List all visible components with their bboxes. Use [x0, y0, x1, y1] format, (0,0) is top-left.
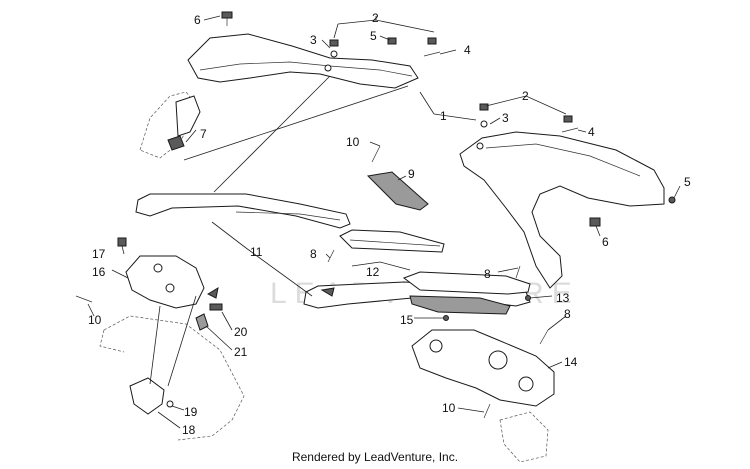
footer-credit: Rendered by LeadVenture, Inc. [291, 450, 459, 464]
fasteners [75, 11, 676, 419]
callout-4: 4 [464, 43, 471, 57]
callout-21: 21 [234, 345, 248, 359]
arrow-marker-icon [320, 287, 335, 297]
washer-icon [330, 50, 338, 58]
frame-outline-end [99, 329, 125, 353]
screw-icon [221, 11, 233, 19]
frame-section [499, 411, 549, 463]
callout-10: 10 [442, 401, 456, 415]
grommet-icon [324, 64, 332, 72]
callout-5: 5 [684, 175, 691, 189]
strap [366, 171, 429, 211]
callout-5: 5 [370, 29, 377, 43]
callout-8: 8 [484, 267, 491, 281]
callout-7: 7 [200, 127, 207, 141]
callout-3: 3 [310, 33, 317, 47]
callout-6: 6 [602, 235, 609, 249]
bolt-icon [209, 303, 223, 311]
left-frame-bracket [139, 91, 201, 159]
arrow-marker-icon [206, 286, 219, 299]
screw-icon [668, 196, 676, 204]
screw-icon [525, 295, 531, 301]
callout-12: 12 [366, 265, 380, 279]
callout-16: 16 [92, 265, 106, 279]
callout-1: 1 [440, 109, 447, 123]
screw-icon [563, 115, 573, 123]
callout-8: 8 [310, 247, 317, 261]
cable-tie-icon [483, 403, 491, 419]
callout-19: 19 [184, 405, 198, 419]
clip-icon [195, 313, 209, 331]
nut-icon [167, 135, 185, 151]
middle-guide [339, 229, 445, 253]
leader-lines [87, 15, 681, 429]
left-side-rail [135, 193, 351, 229]
nut-icon [166, 400, 174, 408]
cable-tie-icon [539, 329, 549, 345]
frame-outline [103, 315, 245, 441]
callout-4: 4 [588, 125, 595, 139]
bolt-icon [117, 237, 127, 247]
lower-plate [129, 377, 165, 415]
callout-20: 20 [234, 325, 248, 339]
callout-10: 10 [88, 313, 102, 327]
screw-icon [479, 103, 489, 111]
callout-9: 9 [408, 167, 415, 181]
bolt-icon [589, 217, 601, 227]
callout-18: 18 [182, 423, 196, 437]
callouts: 6 2 3 5 4 7 1 2 3 4 10 9 5 6 11 8 12 17 … [88, 11, 691, 437]
washer-icon [480, 120, 488, 128]
left-upper-panel [187, 33, 419, 89]
cable-tie-icon [515, 265, 521, 279]
callout-15: 15 [400, 313, 414, 327]
callout-6: 6 [194, 13, 201, 27]
right-lower-bracket [411, 329, 555, 407]
callout-10: 10 [346, 135, 360, 149]
callout-8: 8 [564, 307, 571, 321]
cable-tie-icon [75, 295, 93, 303]
callout-14: 14 [564, 355, 578, 369]
screw-icon [387, 37, 397, 45]
callout-2: 2 [522, 89, 529, 103]
callout-13: 13 [556, 291, 570, 305]
cable-tie-icon [327, 249, 335, 263]
callout-2: 2 [372, 11, 379, 25]
callout-11: 11 [250, 245, 263, 259]
cable-tie-icon [371, 145, 381, 163]
screw-icon [443, 315, 449, 321]
screw-icon [329, 39, 339, 47]
grommet-icon [476, 142, 484, 150]
callout-17: 17 [92, 247, 106, 261]
screw-icon [427, 37, 437, 45]
callout-3: 3 [502, 111, 509, 125]
left-lower-bracket [125, 255, 219, 309]
guide-plate [402, 271, 531, 315]
right-upper-panel [459, 131, 665, 289]
